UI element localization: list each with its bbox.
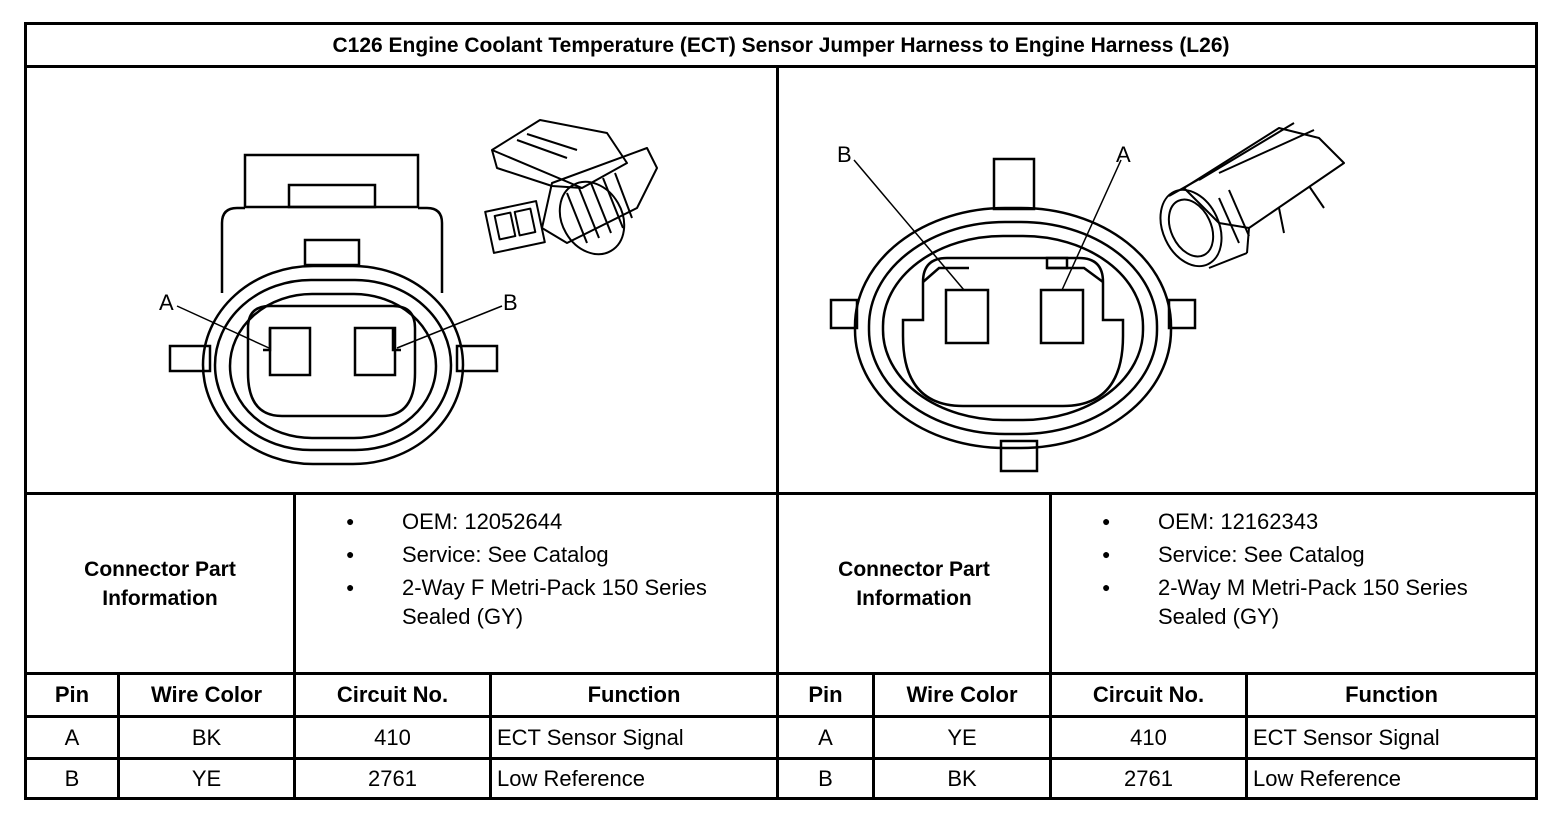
title-divider — [24, 65, 1538, 68]
left-part-info-list: OEM: 12052644 Service: See Catalog 2-Way… — [346, 507, 766, 635]
right-connector-part-label: Connector Part Information — [779, 495, 1049, 672]
right-row-b-pin: B — [818, 765, 833, 791]
left-row-a-function: ECT Sensor Signal — [497, 724, 684, 750]
left-header-pin: Pin — [54, 682, 90, 707]
left-col-divider-2 — [489, 672, 492, 800]
left-header-wire-color: Wire Color — [150, 682, 263, 707]
right-part-info-description: 2-Way M Metri-Pack 150 Series Sealed (GY… — [1102, 573, 1522, 631]
female-connector-drawing: A B — [159, 119, 658, 466]
left-pin-label-b: B — [503, 290, 518, 315]
right-row-b-function: Low Reference — [1253, 765, 1401, 791]
right-info-divider — [1049, 492, 1052, 800]
left-header-circuit-no: Circuit No. — [336, 682, 449, 707]
right-row-a-circuit-no: 410 — [1130, 724, 1167, 750]
left-connector-part-label: Connector Part Information — [27, 495, 293, 672]
left-connector-part-label-line2: Information — [102, 586, 218, 610]
page-title: C126 Engine Coolant Temperature (ECT) Se… — [332, 34, 1230, 57]
left-row-a-pin: A — [64, 724, 80, 750]
left-header-function: Function — [587, 682, 681, 707]
center-divider — [776, 65, 779, 800]
diagram-frame — [24, 22, 1538, 800]
left-part-info-oem: OEM: 12052644 — [346, 507, 766, 536]
right-col-divider-2 — [1245, 672, 1248, 800]
right-row-a-pin: A — [818, 724, 833, 750]
right-connector-part-label-line1: Connector Part — [838, 557, 990, 581]
left-row-b-circuit-no: 2761 — [368, 765, 417, 791]
right-part-info-service: Service: See Catalog — [1102, 540, 1522, 569]
male-connector-drawing: B A — [829, 122, 1345, 473]
left-row-b-pin: B — [64, 765, 80, 791]
left-connector-figure: A B — [27, 68, 776, 494]
table-header-divider — [24, 715, 1538, 718]
female-connector-3d-icon — [484, 119, 658, 256]
right-part-info-list: OEM: 12162343 Service: See Catalog 2-Way… — [1102, 507, 1522, 635]
figure-divider — [24, 492, 1538, 495]
right-header-wire-color: Wire Color — [906, 682, 1018, 707]
right-row-a-wire-color: YE — [947, 724, 977, 750]
left-row-a-wire-color: BK — [191, 724, 222, 750]
left-pin-label-a: A — [159, 290, 174, 315]
right-connector-figure: B A — [779, 68, 1535, 494]
right-row-b-wire-color: BK — [947, 765, 977, 791]
right-header-circuit-no: Circuit No. — [1092, 682, 1205, 707]
left-info-divider — [293, 492, 296, 800]
left-row-b-wire-color: YE — [191, 765, 222, 791]
right-row-a-function: ECT Sensor Signal — [1253, 724, 1440, 750]
right-col-divider-1 — [872, 672, 875, 800]
right-header-pin: Pin — [808, 682, 843, 707]
table-row-divider — [24, 757, 1538, 760]
info-divider — [24, 672, 1538, 675]
left-row-b-function: Low Reference — [497, 765, 645, 791]
right-part-info-oem: OEM: 12162343 — [1102, 507, 1522, 536]
right-header-function: Function — [1345, 682, 1438, 707]
right-row-b-circuit-no: 2761 — [1124, 765, 1173, 791]
male-connector-3d-icon — [1159, 122, 1345, 269]
left-part-info-description: 2-Way F Metri-Pack 150 Series Sealed (GY… — [346, 573, 766, 631]
right-connector-part-label-line2: Information — [856, 586, 972, 610]
left-part-info-service: Service: See Catalog — [346, 540, 766, 569]
left-row-a-circuit-no: 410 — [374, 724, 411, 750]
right-pin-label-b: B — [837, 142, 852, 167]
left-connector-part-label-line1: Connector Part — [84, 557, 236, 581]
left-col-divider-1 — [117, 672, 120, 800]
right-pin-label-a: A — [1116, 142, 1131, 167]
